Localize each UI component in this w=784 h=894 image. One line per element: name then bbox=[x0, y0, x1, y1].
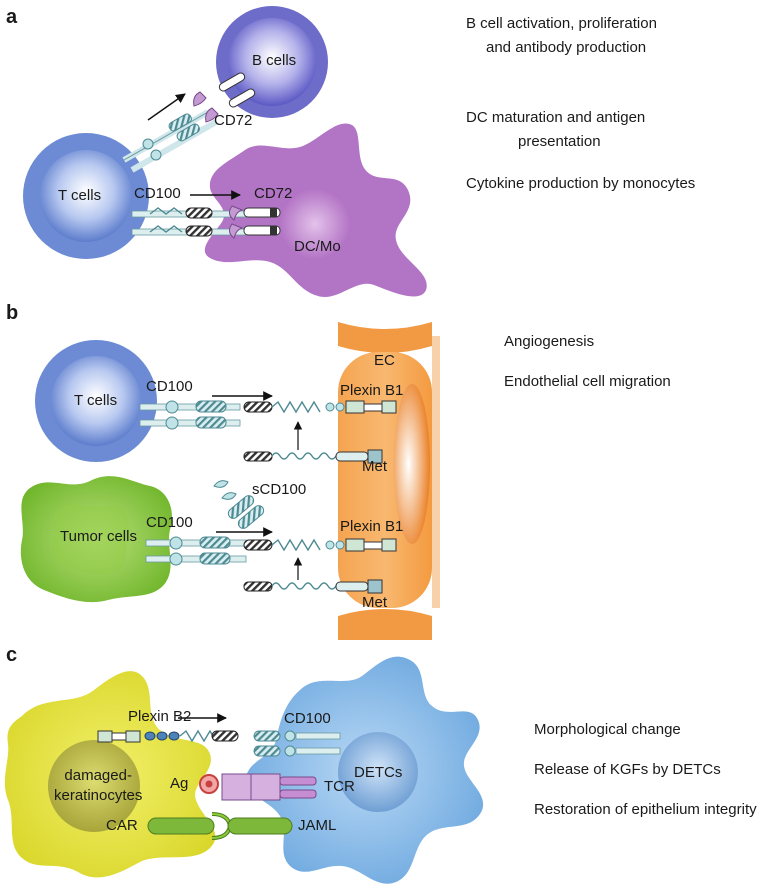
panel-label-a: a bbox=[6, 6, 18, 28]
plexin-b1-bottom bbox=[243, 538, 397, 552]
tumor-cell bbox=[20, 476, 172, 603]
outcome-a-3: Cytokine production by monocytes bbox=[466, 175, 696, 192]
t-cell-b bbox=[35, 340, 157, 462]
scd100 bbox=[213, 480, 265, 529]
cd100-cd72-b-pair bbox=[122, 72, 256, 173]
t-cell-a bbox=[23, 133, 149, 259]
met-top bbox=[243, 449, 383, 464]
detc-cell bbox=[245, 656, 484, 884]
plexin-b1-top bbox=[243, 400, 397, 414]
detcs-label: DETCs bbox=[354, 764, 403, 781]
jaml-label: JAML bbox=[298, 817, 337, 834]
outcome-c-1: Morphological change bbox=[534, 721, 681, 738]
t-cells-label-b: T cells bbox=[74, 392, 118, 409]
outcome-b-1: Angiogenesis bbox=[504, 333, 595, 350]
cd100-label-c: CD100 bbox=[284, 710, 331, 727]
arrow-a-b bbox=[147, 93, 186, 121]
tumor-cells-label: Tumor cells bbox=[60, 528, 137, 545]
ec-label: EC bbox=[374, 352, 395, 369]
b-cells-label: B cells bbox=[252, 52, 297, 69]
t-cells-label-a: T cells bbox=[58, 187, 102, 204]
cd100-label-tumor: CD100 bbox=[146, 514, 193, 531]
cd72-label-b: CD72 bbox=[214, 112, 253, 129]
plexin-b2-cd100 bbox=[97, 729, 341, 757]
outcome-c-3: Restoration of epithelium integrity bbox=[534, 801, 757, 818]
car-jaml-pair bbox=[147, 812, 293, 840]
cd100-label-a: CD100 bbox=[134, 185, 181, 202]
plexin-b1-label-top: Plexin B1 bbox=[340, 382, 404, 399]
keratinocytes-label: damaged- keratinocytes bbox=[54, 767, 143, 804]
plexin-b1-label-bottom: Plexin B1 bbox=[340, 518, 404, 535]
tumor-cd100 bbox=[145, 536, 247, 566]
outcome-a-2: DC maturation and antigen presentation bbox=[466, 109, 646, 150]
ag-tcr-complex bbox=[199, 773, 317, 801]
car-label: CAR bbox=[106, 817, 138, 834]
b-cell bbox=[216, 6, 328, 118]
panel-label-b: b bbox=[6, 302, 19, 324]
outcome-a-1: B cell activation, proliferation and ant… bbox=[466, 15, 657, 56]
panel-label-c: c bbox=[6, 644, 18, 666]
dc-mo-label: DC/Mo bbox=[294, 238, 341, 255]
met-label-bottom: Met bbox=[362, 594, 388, 611]
dc-mo-cell bbox=[204, 123, 427, 297]
scd100-label: sCD100 bbox=[252, 481, 307, 498]
plexin-b2-label: Plexin B2 bbox=[128, 708, 192, 725]
met-bottom bbox=[243, 579, 383, 594]
cd72-label-dc: CD72 bbox=[254, 185, 293, 202]
t-cell-cd100 bbox=[139, 400, 241, 430]
met-label-top: Met bbox=[362, 458, 388, 475]
outcome-c-2: Release of KGFs by DETCs bbox=[534, 761, 721, 778]
outcome-b-2: Endothelial cell migration bbox=[504, 373, 671, 390]
tcr-label: TCR bbox=[324, 778, 355, 795]
cd100-cd72-dc-pair bbox=[131, 205, 281, 239]
ag-label: Ag bbox=[170, 775, 189, 792]
cd100-label-t: CD100 bbox=[146, 378, 193, 395]
endothelial-cell bbox=[338, 322, 440, 640]
